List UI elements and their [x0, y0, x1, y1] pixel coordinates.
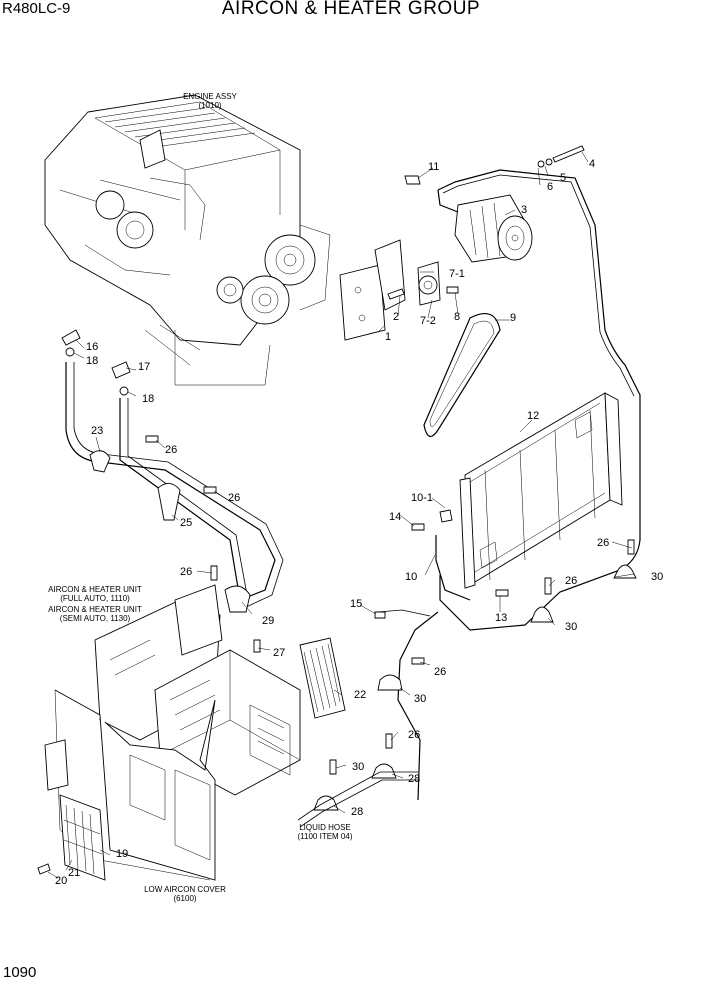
callout-28-b: 28 [351, 806, 363, 818]
cover-note-line2: (6100) [173, 894, 196, 903]
callout-5: 5 [560, 172, 566, 184]
callout-30-c: 30 [414, 693, 426, 705]
callout-6: 6 [547, 181, 553, 193]
callout-23: 23 [91, 425, 103, 437]
callout-4: 4 [589, 158, 595, 170]
callout-17: 17 [138, 361, 150, 373]
callout-18-a: 18 [86, 355, 98, 367]
callout-3: 3 [521, 204, 527, 216]
hose-note-line2: (1100 ITEM 04) [298, 832, 353, 841]
callout-28-a: 28 [408, 773, 420, 785]
callout-18-b: 18 [142, 393, 154, 405]
callout-26-f: 26 [434, 666, 446, 678]
callout-29: 29 [262, 615, 274, 627]
callout-8: 8 [454, 311, 460, 323]
callout-19: 19 [116, 848, 128, 860]
callout-7-2: 7-2 [420, 315, 436, 327]
grille [59, 794, 106, 881]
callout-11: 11 [428, 161, 439, 173]
callout-1: 1 [385, 331, 391, 343]
callout-9: 9 [510, 312, 516, 324]
callout-26-h: 30 [352, 761, 364, 773]
callout-13: 13 [495, 612, 507, 624]
callout-27: 27 [273, 647, 285, 659]
callout-26-b: 26 [228, 492, 240, 504]
unit-note-line4: (SEMI AUTO, 1130) [60, 614, 131, 623]
callout-30-b: 30 [565, 621, 577, 633]
callout-15: 15 [350, 598, 362, 610]
callout-7-1: 7-1 [449, 268, 465, 280]
callout-16: 16 [86, 341, 98, 353]
callout-26-c: 26 [180, 566, 192, 578]
engine-note-line1: ENGINE ASSY [183, 92, 237, 101]
engine-note-line2: (1010) [198, 101, 221, 110]
callout-10-1: 10-1 [411, 492, 433, 504]
callout-26-a: 26 [165, 444, 177, 456]
unit-note-line1: AIRCON & HEATER UNIT [48, 585, 142, 594]
compressor-bracket [339, 239, 406, 341]
heater-hose-1 [65, 362, 276, 601]
callout-12: 12 [527, 410, 539, 422]
drive-belt [423, 312, 501, 437]
air-filter [299, 637, 346, 719]
callout-2: 2 [393, 311, 399, 323]
callout-26-e: 26 [565, 575, 577, 587]
callout-21: 21 [68, 867, 80, 879]
callout-30-a: 30 [651, 571, 663, 583]
callout-22: 22 [354, 689, 366, 701]
low-aircon-cover [44, 689, 216, 881]
page-title: AIRCON & HEATER GROUP [221, 0, 481, 19]
page-number: 1090 [3, 964, 37, 981]
unit-note-line3: AIRCON & HEATER UNIT [48, 605, 142, 614]
unit-note-line2: (FULL AUTO, 1110) [60, 594, 130, 603]
cover-note-line1: LOW AIRCON COVER [144, 885, 226, 894]
callout-14: 14 [389, 511, 401, 523]
engine-assembly [44, 94, 331, 386]
condenser [459, 392, 623, 589]
aircon-heater-unit [94, 584, 301, 796]
callout-26-d: 26 [597, 537, 609, 549]
belt-tensioner [417, 261, 441, 306]
callout-26-g: 26 [408, 729, 420, 741]
callout-10: 10 [405, 571, 417, 583]
hose-note-line1: LIQUID HOSE [299, 823, 351, 832]
callout-25: 25 [180, 517, 192, 529]
callout-20: 20 [55, 875, 67, 887]
model-code: R480LC-9 [2, 0, 71, 17]
